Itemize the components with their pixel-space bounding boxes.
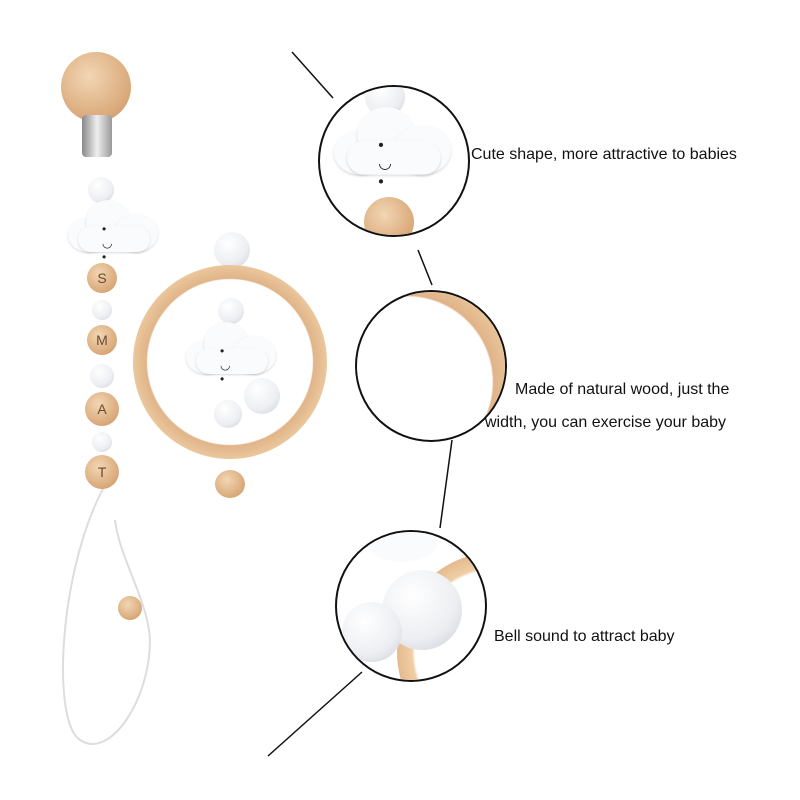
zoom-cloud: • ◡ • xyxy=(318,85,470,237)
letter-bead: A xyxy=(85,392,119,426)
zoom-wood xyxy=(355,290,507,442)
letter-bead: T xyxy=(85,455,119,489)
letter-bead: M xyxy=(87,325,117,355)
caption-wood-line2: width, you can exercise your baby xyxy=(485,414,727,431)
caption-bell: Bell sound to attract baby xyxy=(494,628,675,645)
zoom-bell xyxy=(335,530,487,682)
caption-shape: Cute shape, more attractive to babies xyxy=(471,146,737,163)
letter-bead: S xyxy=(87,263,117,293)
pacifier-string xyxy=(62,479,152,745)
caption-wood-line1: Made of natural wood, just the xyxy=(515,381,730,398)
